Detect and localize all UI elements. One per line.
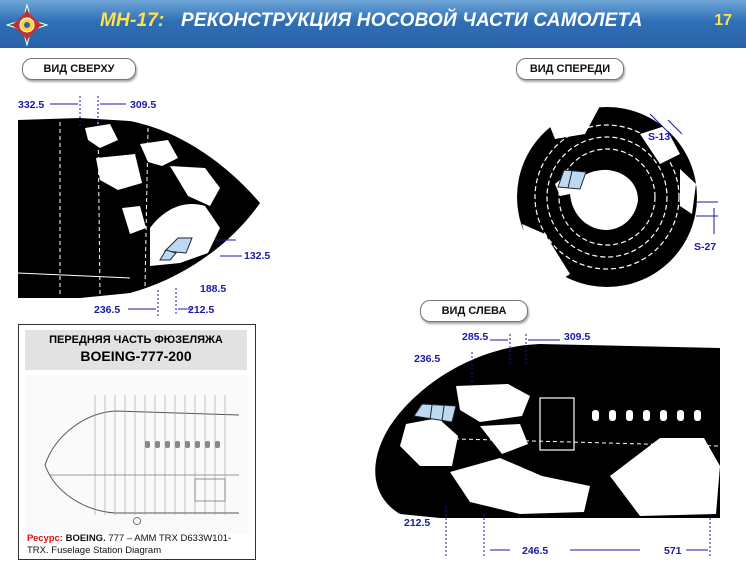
dim-left-236-5: 236.5	[414, 353, 440, 365]
dim-top-188-5: 188.5	[200, 283, 226, 295]
dim-top-236-5: 236.5	[94, 304, 120, 316]
reference-title-line2: BOEING-777-200	[80, 348, 192, 364]
dim-top-332-5: 332.5	[18, 99, 44, 111]
dim-left-309-5: 309.5	[564, 331, 590, 343]
label-front-view: ВИД СПЕРЕДИ	[516, 58, 624, 80]
reference-source: Ресурс: BOEING. 777 – AMM TRX D633W101-T…	[27, 533, 251, 557]
dim-left-212-5: 212.5	[404, 517, 430, 529]
source-brand: BOEING.	[65, 533, 106, 544]
source-label: Ресурс:	[27, 533, 63, 544]
left-view-diagram: 285.5 309.5 236.5 212.5 246.5 571	[375, 331, 721, 558]
label-left-view: ВИД СЛЕВА	[420, 300, 528, 322]
dim-top-132-5: 132.5	[244, 250, 270, 262]
dim-left-571: 571	[664, 545, 682, 557]
page-number: 17	[714, 12, 732, 29]
dim-left-285-5: 285.5	[462, 331, 488, 343]
top-view-diagram: 332.5 309.5 132.5 188.5 236.5 212.5	[17, 96, 270, 316]
title-main: РЕКОНСТРУКЦИЯ НОСОВОЙ ЧАСТИ САМОЛЕТА	[180, 10, 643, 31]
slide-title: МН-17: РЕКОНСТРУКЦИЯ НОСОВОЙ ЧАСТИ САМОЛ…	[100, 10, 643, 32]
star-emblem-icon	[6, 4, 48, 46]
dim-top-212-5: 212.5	[188, 304, 214, 316]
title-prefix: МН-17:	[100, 10, 165, 31]
source-text: 777 – AMM TRX D633W101-TRX. Fuselage Sta…	[27, 533, 232, 556]
label-top-view: ВИД СВЕРХУ	[22, 58, 136, 80]
reference-title: ПЕРЕДНЯЯ ЧАСТЬ ФЮЗЕЛЯЖА BOEING-777-200	[25, 330, 247, 370]
dim-front-s27: S-27	[694, 241, 716, 253]
dim-front-s13: S-13	[648, 131, 670, 143]
reference-title-line1: ПЕРЕДНЯЯ ЧАСТЬ ФЮЗЕЛЯЖА	[49, 334, 223, 346]
front-view-diagram: S-13 S-27	[517, 96, 718, 287]
slide-header: МН-17: РЕКОНСТРУКЦИЯ НОСОВОЙ ЧАСТИ САМОЛ…	[0, 0, 746, 48]
dim-left-246-5: 246.5	[522, 545, 548, 557]
dim-top-309-5: 309.5	[130, 99, 156, 111]
fuselage-station-diagram	[25, 375, 249, 533]
reference-box: ПЕРЕДНЯЯ ЧАСТЬ ФЮЗЕЛЯЖА BOEING-777-200	[18, 324, 256, 560]
